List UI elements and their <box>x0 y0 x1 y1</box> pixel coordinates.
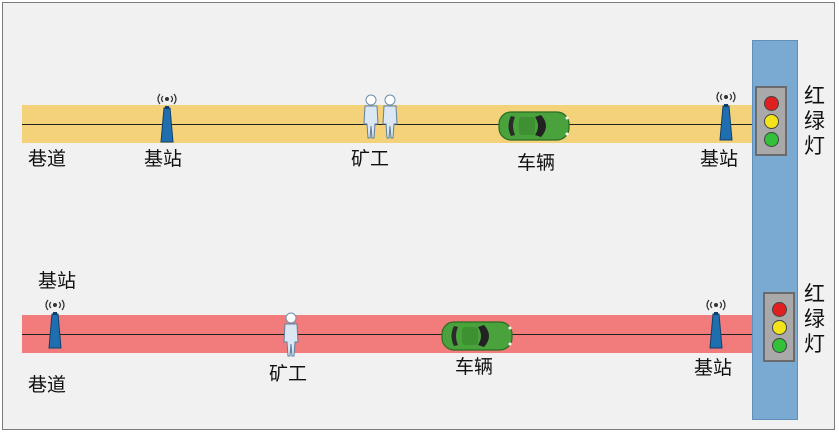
base-station-icon <box>157 93 177 143</box>
traffic-light-icon <box>763 292 795 362</box>
base-station-icon <box>706 299 726 349</box>
yellow-lamp <box>772 320 787 335</box>
station-label-top-right: 基站 <box>700 148 739 170</box>
traffic-light-icon <box>755 86 787 156</box>
traffic-light-label-bottom: 红绿灯 <box>804 282 825 356</box>
green-lamp <box>772 338 787 353</box>
miner-icon <box>382 94 398 139</box>
tunnel-lane-bottom <box>22 315 752 353</box>
yellow-lamp <box>764 114 779 129</box>
red-lamp <box>764 96 779 111</box>
vehicle-label-top: 车辆 <box>517 152 556 174</box>
green-lamp <box>764 132 779 147</box>
base-station-icon <box>716 91 736 141</box>
miner-label-bottom: 矿工 <box>269 363 308 385</box>
miner-label-top: 矿工 <box>351 148 390 170</box>
miner-icon <box>283 312 299 357</box>
diagram-frame <box>2 2 835 430</box>
tunnel-label-bottom: 巷道 <box>28 374 67 396</box>
station-label-bottom-left: 基站 <box>38 270 77 292</box>
tunnel-centerline-bottom <box>22 334 752 335</box>
car-icon <box>498 111 570 141</box>
car-icon <box>441 321 513 351</box>
traffic-light-label-top: 红绿灯 <box>804 84 825 158</box>
station-label-top-left: 基站 <box>144 148 183 170</box>
red-lamp <box>772 302 787 317</box>
miner-icon <box>363 94 379 139</box>
base-station-icon <box>45 299 65 349</box>
tunnel-label-top: 巷道 <box>28 148 67 170</box>
station-label-bottom-right: 基站 <box>694 357 733 379</box>
vehicle-label-bottom: 车辆 <box>455 356 494 378</box>
